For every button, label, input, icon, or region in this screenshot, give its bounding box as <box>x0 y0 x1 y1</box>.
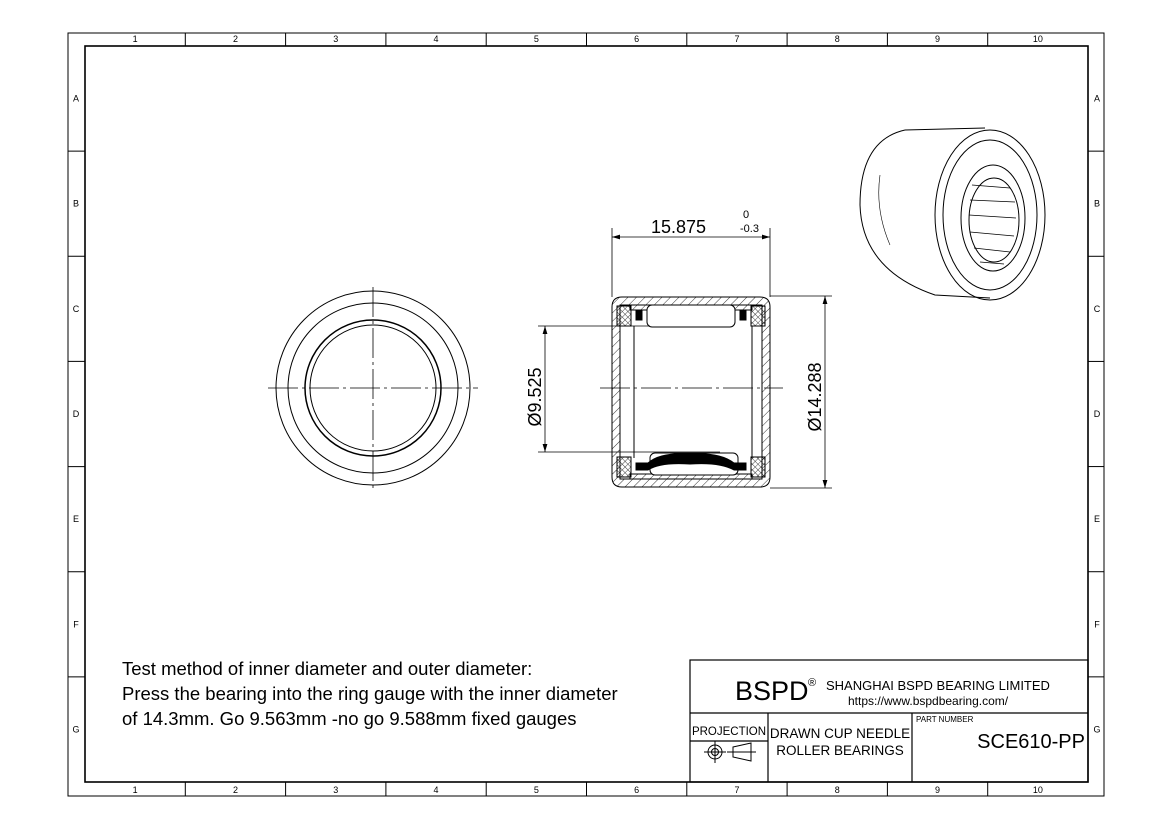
zone-row-label: C <box>1094 304 1101 314</box>
zone-column-label: 6 <box>634 34 639 44</box>
note-line-1: Test method of inner diameter and outer … <box>122 658 532 679</box>
company-name: SHANGHAI BSPD BEARING LIMITED <box>826 678 1050 693</box>
zone-column-label: 8 <box>835 34 840 44</box>
zone-row-label: E <box>73 514 79 524</box>
zone-column-label: 7 <box>734 785 739 795</box>
zone-row-label: A <box>1094 94 1100 104</box>
zone-column-label: 1 <box>133 34 138 44</box>
zone-column-label: 3 <box>333 34 338 44</box>
outer-diameter-dimension: Ø14.288 <box>805 362 825 431</box>
zone-column-label: 10 <box>1033 785 1043 795</box>
registered-mark: ® <box>808 677 816 689</box>
zone-row-label: F <box>1094 619 1100 629</box>
zone-column-label: 3 <box>333 785 338 795</box>
zone-column-label: 2 <box>233 34 238 44</box>
description-line-1: DRAWN CUP NEEDLE <box>770 726 910 741</box>
isometric-view <box>859 127 1046 301</box>
width-dimension: 15.875 <box>651 217 706 237</box>
company-website: https://www.bspdbearing.com/ <box>848 694 1009 708</box>
zone-row-label: A <box>73 94 79 104</box>
section-view <box>600 296 783 488</box>
width-lower-tolerance: -0.3 <box>740 223 759 235</box>
inner-diameter-dimension: Ø9.525 <box>525 367 545 426</box>
zone-column-label: 10 <box>1033 34 1043 44</box>
zone-row-label: F <box>73 619 79 629</box>
zone-row-label: D <box>1094 409 1101 419</box>
zone-column-label: 4 <box>434 785 439 795</box>
zone-row-label: C <box>73 304 80 314</box>
zone-row-label: G <box>1093 724 1100 734</box>
projection-label: PROJECTION <box>692 726 766 738</box>
third-angle-projection-icon <box>704 741 756 763</box>
zone-row-label: B <box>1094 199 1100 209</box>
description-line-2: ROLLER BEARINGS <box>776 743 904 758</box>
note-line-2: Press the bearing into the ring gauge wi… <box>122 683 618 704</box>
width-upper-tolerance: 0 <box>743 209 749 221</box>
zone-row-label: E <box>1094 514 1100 524</box>
zone-column-label: 9 <box>935 34 940 44</box>
zone-column-label: 9 <box>935 785 940 795</box>
zone-row-label: D <box>73 409 80 419</box>
title-block <box>689 659 1089 783</box>
note-line-3: of 14.3mm. Go 9.563mm -no go 9.588mm fix… <box>122 708 577 729</box>
dimensions <box>538 228 832 489</box>
zone-column-label: 2 <box>233 785 238 795</box>
zone-row-label: B <box>73 199 79 209</box>
zone-column-label: 7 <box>734 34 739 44</box>
zone-row-label: G <box>72 724 79 734</box>
zone-column-label: 5 <box>534 785 539 795</box>
brand-logo: BSPD <box>735 676 809 706</box>
zone-column-label: 6 <box>634 785 639 795</box>
zone-column-label: 1 <box>133 785 138 795</box>
zone-column-label: 8 <box>835 785 840 795</box>
zone-column-label: 5 <box>534 34 539 44</box>
zone-column-label: 4 <box>434 34 439 44</box>
part-number-label: PART NUMBER <box>916 715 974 724</box>
front-view <box>268 287 478 492</box>
part-number: SCE610-PP <box>977 731 1085 753</box>
